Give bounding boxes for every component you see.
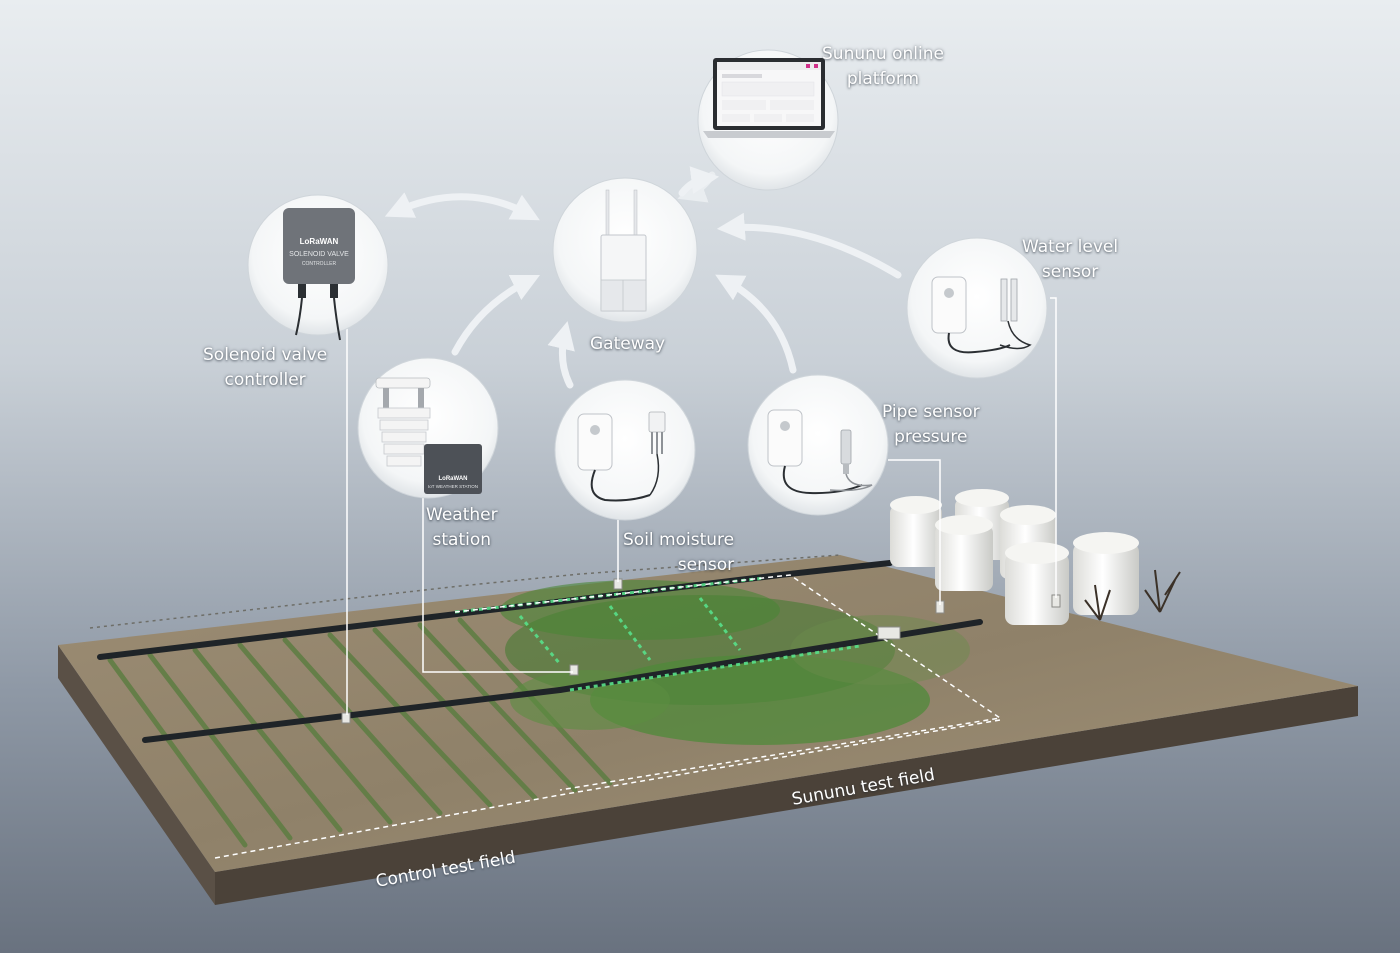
solenoid-sub: CONTROLLER [302,261,337,267]
sununu-field-boundary [454,574,1002,791]
weather-label-line1: Weather [426,505,498,525]
sensor-posts [341,578,1061,724]
pipe-label-line2: pressure [894,427,968,447]
platform-label-line1: Sununu online [822,44,944,64]
pipe-pressure-sensor-icon [767,409,873,495]
water-level-label-line1: Water level [1022,237,1119,257]
water-tanks [890,489,1139,625]
weather-station-icon: LoRaWAN IoT WEATHER STATION [375,377,482,494]
pipe-label-line1: Pipe sensor [882,402,980,422]
solenoid-brand: LoRaWAN [300,237,339,246]
solenoid-label-line2: controller [224,370,306,390]
solenoid-controller-icon: LoRaWAN SOLENOID VALVE CONTROLLER [283,208,355,341]
laptop-icon [703,58,835,138]
water-level-label-line2: sensor [1041,262,1099,282]
gateway-bubble [552,177,698,323]
arrow-weather-gateway [451,274,541,356]
water-level-label: Water level sensor [1022,235,1118,285]
field-right-side [215,686,1358,905]
solenoid-product: SOLENOID VALVE [289,251,349,258]
water-tank [1005,542,1069,625]
water-level-bubble [906,237,1048,379]
platform-label-line2: platform [846,69,920,89]
platform-label: Sununu online platform [822,42,944,92]
water-level-sensor-icon [931,276,1032,354]
weather-bubble: LoRaWAN IoT WEATHER STATION [357,357,499,499]
platform-bubble [697,49,839,191]
irrigation-pipes [97,560,983,743]
callout-lines [346,297,1057,715]
water-level-callout-line [1050,297,1057,598]
solenoid-label-line1: Solenoid valve [203,345,328,365]
arrow-pipe-gateway [715,274,797,374]
pipe-callout-line [888,459,941,605]
solenoid-label: Solenoid valve controller [203,343,327,393]
weather-label-line2: station [432,530,492,550]
water-tank [935,515,993,591]
field-front-side [58,645,215,905]
arrow-soil-gateway [547,321,575,389]
arrow-solenoid-gateway [384,192,540,221]
soil-label-line1: Soil moisture [623,530,735,550]
weather-product: IoT WEATHER STATION [428,484,478,489]
pipe-label: Pipe sensor pressure [882,400,980,450]
weather-callout-line [422,468,573,673]
gateway-icon [600,189,647,312]
soil-label: Soil moisture sensor [623,528,734,578]
arrow-platform-gateway [677,171,716,203]
gateway-label-text: Gateway [590,334,666,354]
control-crop-rows [107,617,613,848]
weather-label: Weather station [426,503,498,553]
solenoid-bubble: LoRaWAN SOLENOID VALVE CONTROLLER [247,194,389,341]
arrow-water-gateway [716,212,902,279]
soil-label-line2: sensor [677,555,735,575]
dry-shrubs [1084,569,1181,621]
water-tank [1073,532,1139,615]
field-block [58,489,1358,905]
control-field-boundary [214,719,1001,859]
gateway-label: Gateway [590,332,665,357]
pipe-bubble [747,374,889,516]
fence [89,554,841,629]
connection-arrows [384,166,902,389]
water-tank [890,496,942,567]
soil-bubble [554,379,696,521]
soil-moisture-sensor-icon [577,411,666,502]
weather-brand: LoRaWAN [439,476,468,482]
